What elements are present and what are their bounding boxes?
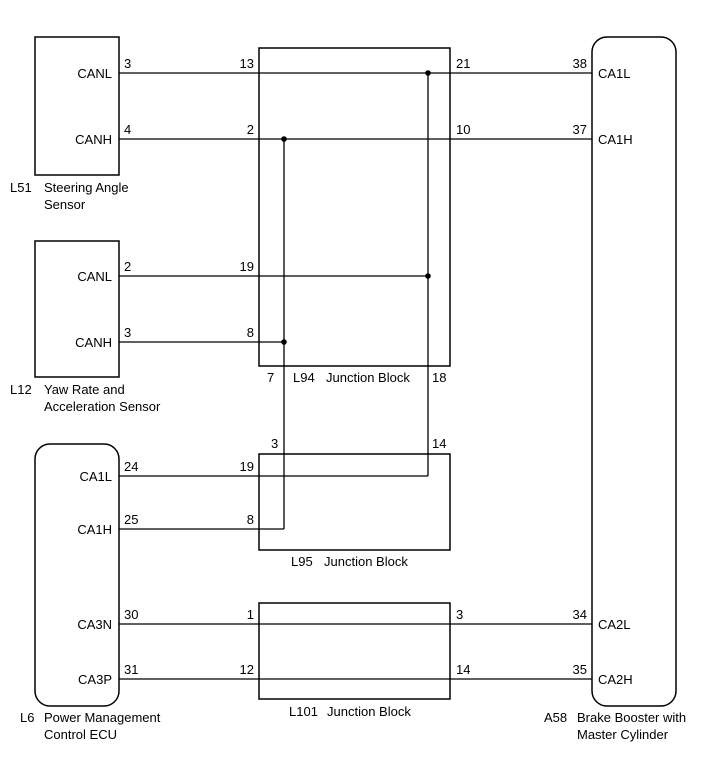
l6-ca3p-pin-label: CA3P [78,672,112,687]
l95-pin-14: 14 [432,436,446,451]
a58-ca2h-pin-label: CA2H [598,672,633,687]
l6-power-management-ecu-box [34,443,120,707]
l12-code: L12 [10,382,32,397]
splice-dot [425,70,431,76]
l94-pin-21: 21 [456,56,470,71]
l94-pin-10: 10 [456,122,470,137]
l101-pin-12: 12 [240,662,254,677]
l94-pin-13: 13 [240,56,254,71]
a58-brake-booster-box [591,36,677,707]
l6-ca1l-pin-label: CA1L [79,469,112,484]
l6-ca3p-pin-number: 31 [124,662,138,677]
l101-pin-1: 1 [247,607,254,622]
a58-ca1h-pin-label: CA1H [598,132,633,147]
l95-pin-19: 19 [240,459,254,474]
l95-junction-block-box [258,453,451,551]
l51-canh-pin-number: 4 [124,122,131,137]
l101-junction-block-box [258,602,451,700]
l51-steering-angle-sensor-box [34,36,120,176]
a58-name-line2: Master Cylinder [577,727,669,742]
splice-dot [281,339,287,345]
l6-ca1h-pin-number: 25 [124,512,138,527]
l94-pin-7: 7 [267,370,274,385]
l101-name: Junction Block [327,704,411,719]
l12-name-line2: Acceleration Sensor [44,399,161,414]
a58-name-line1: Brake Booster with [577,710,686,725]
splice-dot [425,273,431,279]
l94-code: L94 [293,370,315,385]
l94-pin-2: 2 [247,122,254,137]
l51-canh-pin-label: CANH [75,132,112,147]
l12-name-line1: Yaw Rate and [44,382,125,397]
l94-junction-block-box [258,47,451,367]
l12-canh-pin-number: 3 [124,325,131,340]
a58-ca2h-pin-number: 35 [573,662,587,677]
l51-code: L51 [10,180,32,195]
a58-ca1l-pin-label: CA1L [598,66,631,81]
l6-ca1l-pin-number: 24 [124,459,138,474]
a58-ca1l-pin-number: 38 [573,56,587,71]
l6-ca1h-pin-label: CA1H [77,522,112,537]
l12-canl-pin-label: CANL [77,269,112,284]
l94-pin-8: 8 [247,325,254,340]
l6-code: L6 [20,710,34,725]
l95-pin-3: 3 [271,436,278,451]
l95-pin-8: 8 [247,512,254,527]
l95-code: L95 [291,554,313,569]
l12-canh-pin-label: CANH [75,335,112,350]
l101-pin-14: 14 [456,662,470,677]
l101-pin-3: 3 [456,607,463,622]
a58-ca1h-pin-number: 37 [573,122,587,137]
l51-name-line2: Sensor [44,197,86,212]
splice-dot [281,136,287,142]
l101-code: L101 [289,704,318,719]
l95-name: Junction Block [324,554,408,569]
l6-ca3n-pin-number: 30 [124,607,138,622]
l12-yaw-rate-sensor-box [34,240,120,378]
l94-name: Junction Block [326,370,410,385]
l51-name-line1: Steering Angle [44,180,129,195]
l6-ca3n-pin-label: CA3N [77,617,112,632]
l51-canl-pin-number: 3 [124,56,131,71]
l6-name-line2: Control ECU [44,727,117,742]
l51-canl-pin-label: CANL [77,66,112,81]
l94-pin-19: 19 [240,259,254,274]
l94-pin-18: 18 [432,370,446,385]
l6-name-line1: Power Management [44,710,161,725]
l12-canl-pin-number: 2 [124,259,131,274]
a58-ca2l-pin-label: CA2L [598,617,631,632]
a58-ca2l-pin-number: 34 [573,607,587,622]
a58-code: A58 [544,710,567,725]
